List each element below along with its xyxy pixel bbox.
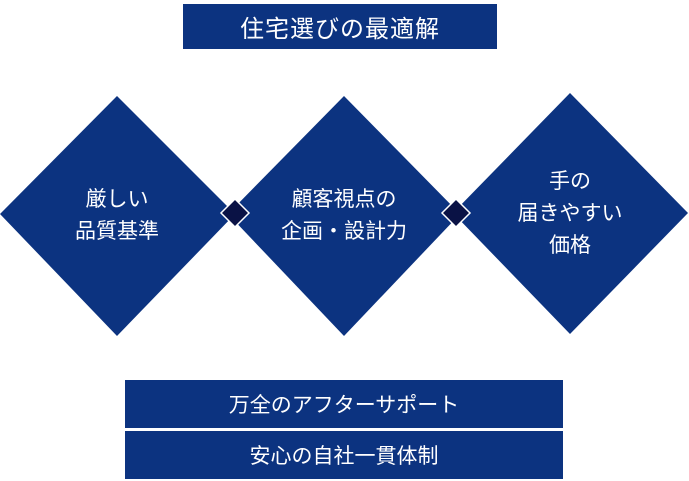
connector-diamond bbox=[219, 197, 251, 229]
diamond-design bbox=[228, 96, 460, 336]
connector-diamond bbox=[440, 197, 472, 229]
title-banner: 住宅選びの最適解 bbox=[183, 4, 497, 49]
pillar-label-design: 顧客視点の 企画・設計力 bbox=[281, 183, 407, 247]
pillar-line: 企画・設計力 bbox=[281, 219, 407, 243]
pillar-line: 顧客視点の bbox=[291, 187, 397, 211]
pillar-label-price: 手の 届きやすい 価格 bbox=[518, 165, 623, 261]
pillar-line: 厳しい bbox=[85, 187, 149, 211]
pillar-label-quality: 厳しい 品質基準 bbox=[75, 183, 159, 247]
diamond-quality bbox=[0, 96, 235, 336]
pillar-line: 届きやすい bbox=[517, 201, 623, 225]
pillar-line: 手の bbox=[549, 169, 591, 193]
in-house-banner: 安心の自社一貫体制 bbox=[125, 431, 563, 479]
pillar-line: 価格 bbox=[549, 233, 591, 257]
diamond-price bbox=[453, 93, 688, 334]
pillar-line: 品質基準 bbox=[75, 219, 159, 243]
support-banner: 万全のアフターサポート bbox=[125, 380, 563, 428]
